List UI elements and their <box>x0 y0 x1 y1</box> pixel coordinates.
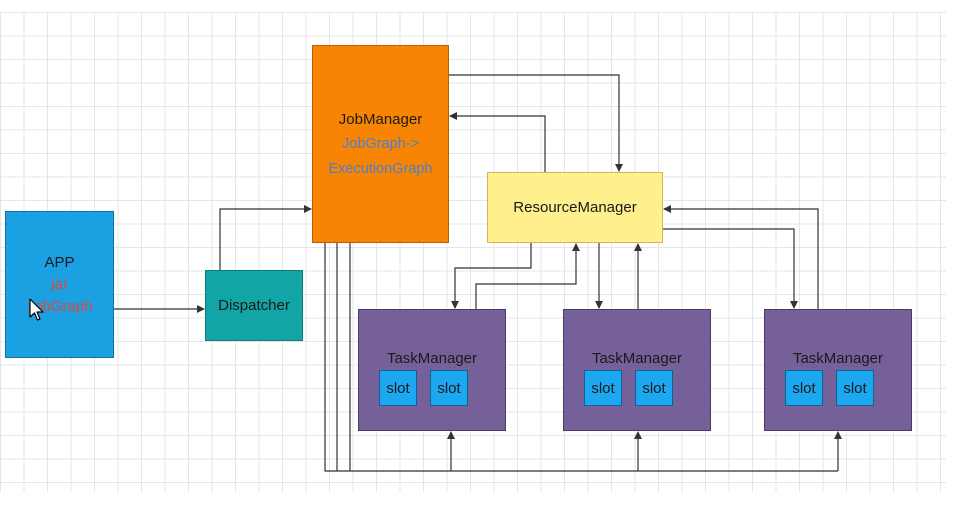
resourcemanager-label: ResourceManager <box>513 199 637 216</box>
taskmanager-label: TaskManager <box>386 350 478 367</box>
taskmanager-label: TaskManager <box>591 350 683 367</box>
jobmanager-node[interactable]: JobManager JobGraph-> ExecutionGraph <box>312 45 449 243</box>
slot-box[interactable]: slot <box>836 370 874 406</box>
taskmanager-node-2[interactable]: TaskManager slot slot <box>563 309 711 431</box>
mouse-pointer-icon <box>29 298 44 321</box>
slot-box[interactable]: slot <box>635 370 673 406</box>
slot-box[interactable]: slot <box>430 370 468 406</box>
jobmanager-executiongraph-label: ExecutionGraph <box>328 160 433 177</box>
app-node[interactable]: APP jar JobGraph <box>5 211 114 358</box>
resourcemanager-node[interactable]: ResourceManager <box>487 172 663 243</box>
jobmanager-title: JobManager <box>338 110 423 128</box>
slot-box[interactable]: slot <box>785 370 823 406</box>
dispatcher-label: Dispatcher <box>218 297 290 314</box>
taskmanager-node-3[interactable]: TaskManager slot slot <box>764 309 912 431</box>
jobmanager-jobgraph-label: JobGraph-> <box>342 135 419 152</box>
slot-box[interactable]: slot <box>379 370 417 406</box>
app-title: APP <box>44 253 75 271</box>
app-jar-label: jar <box>51 275 68 293</box>
dispatcher-node[interactable]: Dispatcher <box>205 270 303 341</box>
taskmanager-node-1[interactable]: TaskManager slot slot <box>358 309 506 431</box>
app-jobgraph-label: JobGraph <box>26 297 93 315</box>
slot-box[interactable]: slot <box>584 370 622 406</box>
taskmanager-label: TaskManager <box>792 350 884 367</box>
